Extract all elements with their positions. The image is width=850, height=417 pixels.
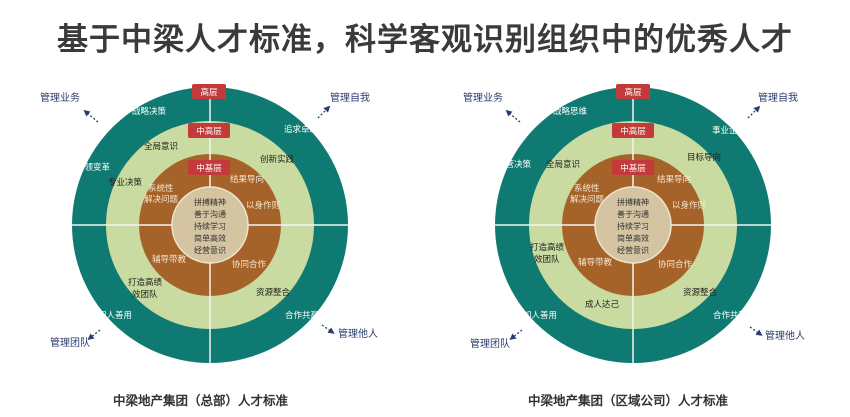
svg-text:持续学习: 持续学习 <box>617 221 649 231</box>
badge-mid-junior <box>188 160 230 175</box>
left-diagram: 高层 中高层 中基层 拼搏精神 善于沟通 持续学习 简单高效 经营意识 战略决策… <box>40 84 378 363</box>
page-title: 基于中梁人才标准，科学客观识别组织中的优秀人才 <box>57 22 793 58</box>
svg-text:引领变革: 引领变革 <box>76 162 111 173</box>
svg-text:拼搏精神: 拼搏精神 <box>617 197 649 207</box>
svg-text:战略思维: 战略思维 <box>553 106 588 117</box>
svg-text:解决问题: 解决问题 <box>570 194 605 205</box>
svg-text:简单高效: 简单高效 <box>194 233 226 243</box>
svg-text:解决问题: 解决问题 <box>144 194 179 205</box>
svg-text:辅导带教: 辅导带教 <box>152 254 187 265</box>
svg-text:善于沟通: 善于沟通 <box>194 209 226 219</box>
svg-text:以身作则: 以身作则 <box>672 200 706 211</box>
svg-text:结果导向: 结果导向 <box>230 174 264 185</box>
svg-text:协同合作: 协同合作 <box>232 259 267 270</box>
right-caption: 中梁地产集团（区域公司）人才标准 <box>528 393 729 408</box>
svg-text:结果导向: 结果导向 <box>657 174 691 185</box>
quadrant-manage-others: 管理他人 <box>765 329 805 342</box>
quadrant-manage-business: 管理业务 <box>40 91 80 104</box>
svg-text:持续学习: 持续学习 <box>194 221 226 231</box>
svg-text:经营决策: 经营决策 <box>497 159 532 170</box>
svg-text:追求卓越: 追求卓越 <box>284 124 319 135</box>
svg-text:协同合作: 协同合作 <box>658 259 693 270</box>
quadrant-manage-business: 管理业务 <box>463 91 503 104</box>
left-caption: 中梁地产集团（总部）人才标准 <box>113 393 289 408</box>
svg-text:善于沟通: 善于沟通 <box>617 209 649 219</box>
svg-text:资源整合: 资源整合 <box>256 287 291 298</box>
svg-text:中高层: 中高层 <box>620 126 646 137</box>
svg-text:中基层: 中基层 <box>196 163 222 174</box>
svg-text:打造高绩: 打造高绩 <box>530 242 565 253</box>
svg-text:辅导带教: 辅导带教 <box>578 257 613 268</box>
svg-text:中高层: 中高层 <box>196 126 222 137</box>
svg-text:打造高绩: 打造高绩 <box>128 277 163 288</box>
badge-mid-senior <box>188 123 230 138</box>
svg-text:知人善用: 知人善用 <box>523 310 557 321</box>
svg-text:资源整合: 资源整合 <box>683 287 718 298</box>
svg-text:效团队: 效团队 <box>534 254 560 265</box>
svg-text:中基层: 中基层 <box>620 163 646 174</box>
svg-text:高层: 高层 <box>200 87 217 98</box>
svg-text:经营意识: 经营意识 <box>617 245 649 255</box>
svg-text:经营意识: 经营意识 <box>194 245 226 255</box>
svg-text:专业决策: 专业决策 <box>108 177 143 188</box>
svg-text:合作共赢: 合作共赢 <box>285 310 320 321</box>
quadrant-manage-self: 管理自我 <box>330 91 370 104</box>
svg-text:创新实践: 创新实践 <box>260 154 295 165</box>
right-diagram: 高层 中高层 中基层 拼搏精神 善于沟通 持续学习 简单高效 经营意识 战略思维… <box>463 84 805 363</box>
svg-text:合作共赢: 合作共赢 <box>713 310 748 321</box>
svg-text:事业企图心: 事业企图心 <box>712 125 755 136</box>
quadrant-manage-team: 管理团队 <box>50 336 90 349</box>
badge-senior <box>616 84 650 99</box>
badge-senior <box>192 84 226 99</box>
svg-text:拼搏精神: 拼搏精神 <box>194 197 226 207</box>
svg-text:全局意识: 全局意识 <box>546 159 580 170</box>
quadrant-manage-self: 管理自我 <box>758 91 798 104</box>
svg-text:战略决策: 战略决策 <box>132 106 167 117</box>
quadrant-manage-others: 管理他人 <box>338 327 378 340</box>
svg-text:全局意识: 全局意识 <box>144 141 178 152</box>
svg-text:效团队: 效团队 <box>132 289 158 300</box>
svg-text:系统性: 系统性 <box>574 183 600 194</box>
svg-text:知人善用: 知人善用 <box>98 310 132 321</box>
svg-text:目标导向: 目标导向 <box>687 152 721 163</box>
svg-text:成人达己: 成人达己 <box>585 299 620 310</box>
svg-text:高层: 高层 <box>624 87 641 98</box>
badge-mid-junior <box>612 160 654 175</box>
svg-text:简单高效: 简单高效 <box>617 233 649 243</box>
badge-mid-senior <box>612 123 654 138</box>
svg-text:系统性: 系统性 <box>148 183 174 194</box>
svg-text:以身作则: 以身作则 <box>246 200 280 211</box>
quadrant-manage-team: 管理团队 <box>470 337 510 350</box>
